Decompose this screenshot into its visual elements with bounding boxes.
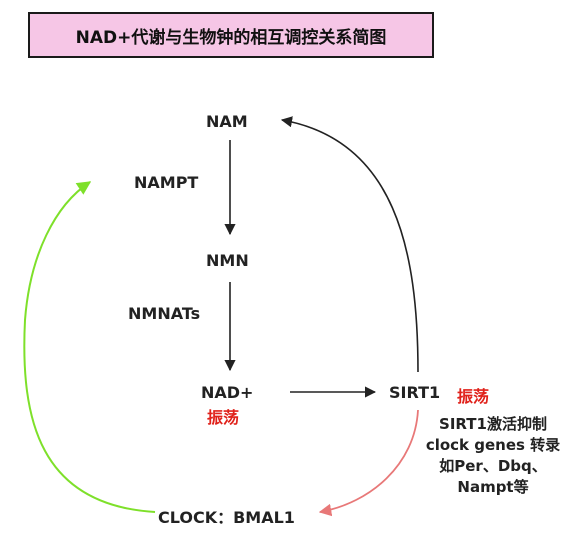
note-line-3: 如Per、Dbq、 (439, 457, 547, 475)
sirt1-oscillation-label: 振荡 (457, 387, 490, 406)
arrow-clock-to-nampt (23, 181, 156, 513)
node-nad: NAD+ (201, 383, 254, 402)
nad-oscillation-label: 振荡 (207, 408, 240, 427)
arrow-sirt1-to-clock (318, 409, 419, 517)
title-box: NAD+代谢与生物钟的相互调控关系简图 (28, 12, 434, 58)
label-nmnats: NMNATs (128, 304, 201, 323)
note-line-2: clock genes 转录 (425, 436, 561, 454)
node-nam: NAM (206, 112, 248, 131)
sirt1-note: SIRT1激活抑制 clock genes 转录 如Per、Dbq、 Nampt… (418, 414, 568, 498)
node-nmn: NMN (206, 251, 249, 270)
label-nampt: NAMPT (134, 173, 199, 192)
note-line-1: SIRT1激活抑制 (439, 415, 547, 433)
node-sirt1: SIRT1 (389, 383, 441, 402)
arrow-sirt1-to-nam (280, 116, 419, 373)
note-line-4: Nampt等 (457, 478, 529, 496)
page-title: NAD+代谢与生物钟的相互调控关系简图 (75, 27, 387, 48)
node-clock-bmal1: CLOCK：BMAL1 (158, 508, 295, 527)
